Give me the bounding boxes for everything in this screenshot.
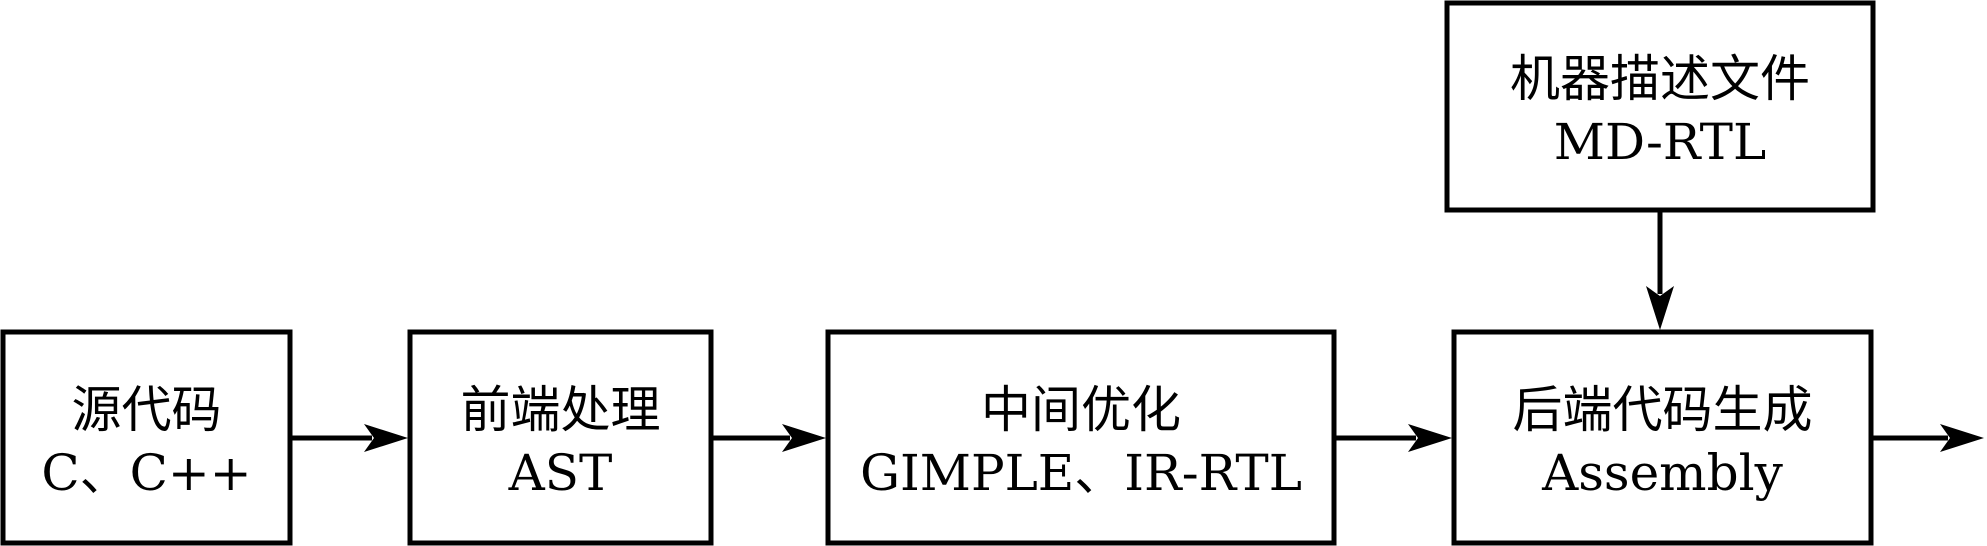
node-frontend-box [407, 329, 714, 546]
arrow-head-icon [1940, 424, 1984, 452]
node-backend-codegen-subtitle: Assembly [1541, 444, 1783, 502]
edge-frontend-to-middle [711, 424, 826, 452]
node-frontend-title: 前端处理 [461, 381, 661, 439]
node-machine-description-subtitle: MD-RTL [1554, 113, 1766, 171]
arrow-head-icon [782, 424, 826, 452]
node-source-code-subtitle: C、C++ [41, 444, 251, 502]
node-frontend: 前端处理 AST [407, 329, 714, 546]
node-machine-description: 机器描述文件 MD-RTL [1444, 0, 1876, 213]
node-middle-optimization-box [825, 329, 1337, 546]
edge-source-to-frontend [290, 424, 408, 452]
edge-middle-to-backend [1334, 424, 1452, 452]
node-frontend-subtitle: AST [508, 444, 613, 502]
arrow-head-icon [1408, 424, 1452, 452]
node-middle-optimization-subtitle: GIMPLE、IR-RTL [860, 444, 1302, 502]
node-source-code-box [0, 329, 293, 546]
arrow-head-icon [364, 424, 408, 452]
node-middle-optimization: 中间优化 GIMPLE、IR-RTL [825, 329, 1337, 546]
node-source-code-title: 源代码 [72, 381, 222, 439]
node-source-code: 源代码 C、C++ [0, 329, 293, 546]
node-backend-codegen: 后端代码生成 Assembly [1451, 329, 1874, 546]
edge-machine-description-to-backend [1646, 210, 1674, 330]
arrow-head-icon [1646, 286, 1674, 330]
node-backend-codegen-title: 后端代码生成 [1513, 381, 1813, 439]
edge-backend-to-output [1871, 424, 1984, 452]
node-middle-optimization-title: 中间优化 [981, 381, 1181, 439]
node-machine-description-title: 机器描述文件 [1510, 50, 1810, 108]
